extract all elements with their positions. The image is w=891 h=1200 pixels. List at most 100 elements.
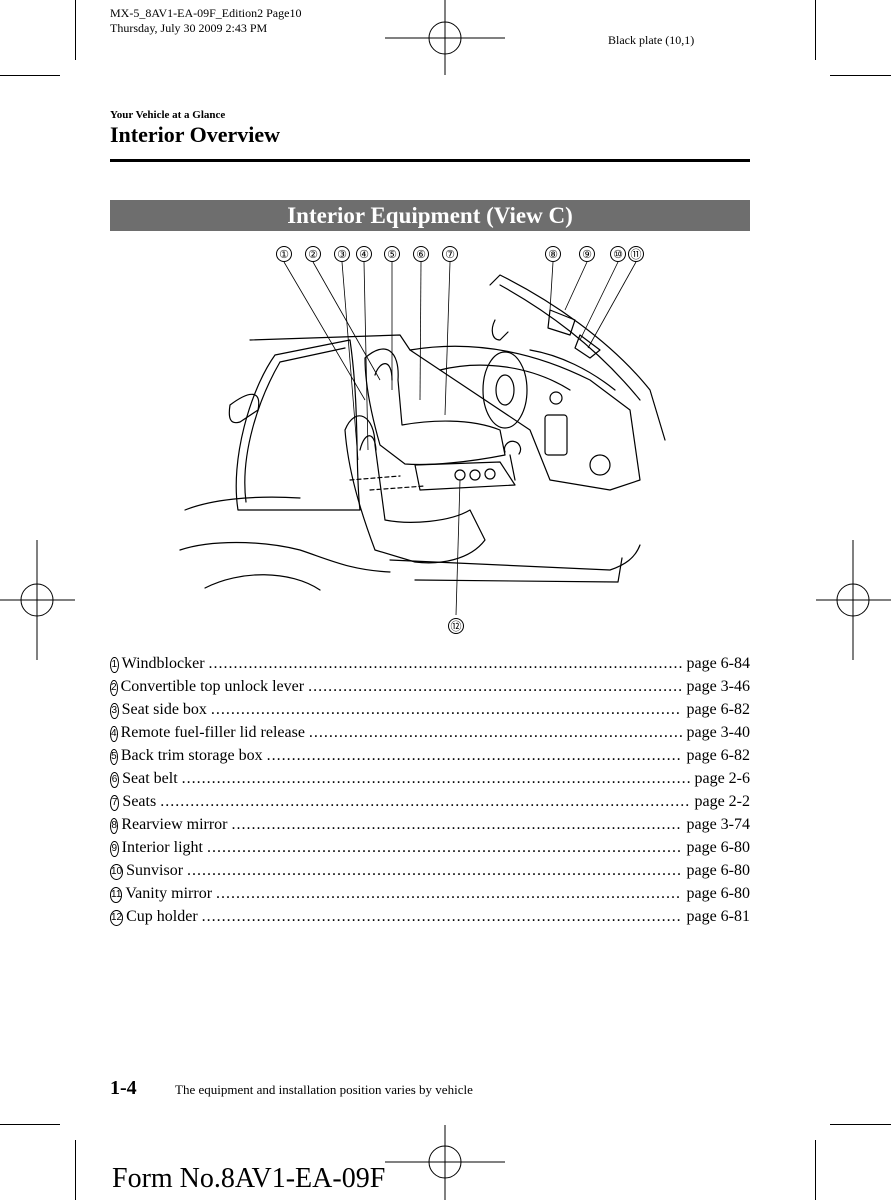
crop-mark — [0, 75, 60, 76]
item-page-ref: page 2-2 — [694, 793, 750, 810]
svg-text:⑫: ⑫ — [451, 620, 462, 633]
item-page-ref: page 3-46 — [686, 678, 750, 695]
item-number: 11 — [110, 887, 123, 903]
svg-text:⑧: ⑧ — [548, 249, 558, 261]
item-number: 3 — [110, 703, 119, 719]
registration-mark-right — [816, 540, 891, 660]
leader-dots — [232, 813, 683, 836]
item-page-ref: page 3-74 — [686, 816, 750, 833]
item-page-ref: page 6-80 — [686, 885, 750, 902]
item-number: 1 — [110, 657, 119, 673]
item-page-ref: page 6-84 — [686, 655, 750, 672]
seat-shape — [364, 348, 506, 466]
leader-dots — [202, 905, 683, 928]
callout-10: ⑩ — [610, 246, 626, 262]
callout-12: ⑫ — [448, 618, 464, 634]
print-header: MX-5_8AV1-EA-09F_Edition2 Page10 Thursda… — [110, 6, 301, 36]
windblocker-shape — [235, 339, 361, 511]
interior-illustration: ① ② ③ ④ ⑤ ⑥ ⑦ ⑧ ⑨ ⑩ ⑪ ⑫ — [179, 246, 666, 634]
item-page-ref: page 2-6 — [694, 770, 750, 787]
svg-text:⑨: ⑨ — [582, 249, 592, 261]
leader-dots — [182, 767, 691, 790]
item-page-ref: page 6-82 — [686, 747, 750, 764]
item-number: 4 — [110, 726, 118, 742]
leader-dots — [216, 882, 682, 905]
svg-text:①: ① — [279, 249, 289, 261]
item-label: Sunvisor — [126, 862, 184, 879]
svg-text:②: ② — [308, 249, 318, 261]
svg-text:⑪: ⑪ — [631, 248, 642, 261]
crop-mark — [815, 1140, 816, 1200]
item-number: 2 — [110, 680, 118, 696]
print-date-line: Thursday, July 30 2009 2:43 PM — [110, 21, 268, 35]
item-label: Seats — [122, 793, 157, 810]
callout-11: ⑪ — [628, 246, 644, 262]
registration-mark-top — [385, 0, 505, 75]
item-label: Remote fuel-filler lid release — [120, 724, 305, 741]
item-number: 7 — [110, 795, 120, 811]
registration-mark-left — [0, 540, 75, 660]
windshield-frame — [489, 274, 666, 441]
registration-mark-bottom — [385, 1125, 505, 1200]
item-page-ref: page 6-80 — [686, 862, 750, 879]
callout-4: ④ — [356, 246, 372, 262]
item-page-ref: page 3-40 — [686, 724, 750, 741]
page-title: Interior Overview — [110, 122, 281, 147]
item-number: 10 — [110, 864, 124, 880]
leader-dots — [308, 675, 682, 698]
item-label: Back trim storage box — [120, 747, 263, 764]
item-number: 6 — [110, 772, 120, 788]
item-label: Rearview mirror — [121, 816, 228, 833]
item-number: 12 — [110, 910, 124, 926]
svg-text:⑤: ⑤ — [387, 249, 397, 261]
title-rule — [110, 159, 750, 162]
callout-6: ⑥ — [413, 246, 429, 262]
crop-mark — [75, 0, 76, 60]
page-number: 1-4 — [110, 1077, 137, 1099]
item-label: Windblocker — [121, 655, 205, 672]
form-number: Form No.8AV1-EA-09F — [112, 1163, 386, 1194]
seat-shape-front — [344, 415, 486, 564]
item-number: 8 — [110, 818, 119, 834]
callout-9: ⑨ — [579, 246, 595, 262]
item-page-ref: page 6-80 — [686, 839, 750, 856]
crop-mark — [75, 1140, 76, 1200]
print-file-line: MX-5_8AV1-EA-09F_Edition2 Page10 — [110, 6, 302, 20]
plate-label: Black plate (10,1) — [608, 33, 695, 47]
crop-mark — [815, 0, 816, 60]
item-label: Convertible top unlock lever — [120, 678, 305, 695]
callout-2: ② — [305, 246, 321, 262]
leader-dots — [187, 859, 682, 882]
leader-dots — [309, 721, 683, 744]
crop-mark — [830, 1124, 891, 1125]
item-page-ref: page 6-81 — [686, 908, 750, 925]
item-label: Seat belt — [122, 770, 178, 787]
leader-dots — [207, 836, 683, 859]
callout-5: ⑤ — [384, 246, 400, 262]
svg-text:⑩: ⑩ — [613, 249, 623, 261]
svg-text:③: ③ — [337, 249, 347, 261]
crop-mark — [0, 1124, 60, 1125]
svg-text:④: ④ — [359, 249, 369, 261]
section-banner: Interior Equipment (View C) — [110, 200, 750, 231]
item-label: Interior light — [121, 839, 203, 856]
console-shape — [414, 461, 516, 491]
callout-1: ① — [276, 246, 292, 262]
leader-dots — [209, 652, 683, 675]
callout-8: ⑧ — [545, 246, 561, 262]
item-number: 5 — [110, 749, 118, 765]
item-page-ref: page 6-82 — [686, 701, 750, 718]
item-label: Vanity mirror — [125, 885, 213, 902]
leader-dots — [160, 790, 690, 813]
